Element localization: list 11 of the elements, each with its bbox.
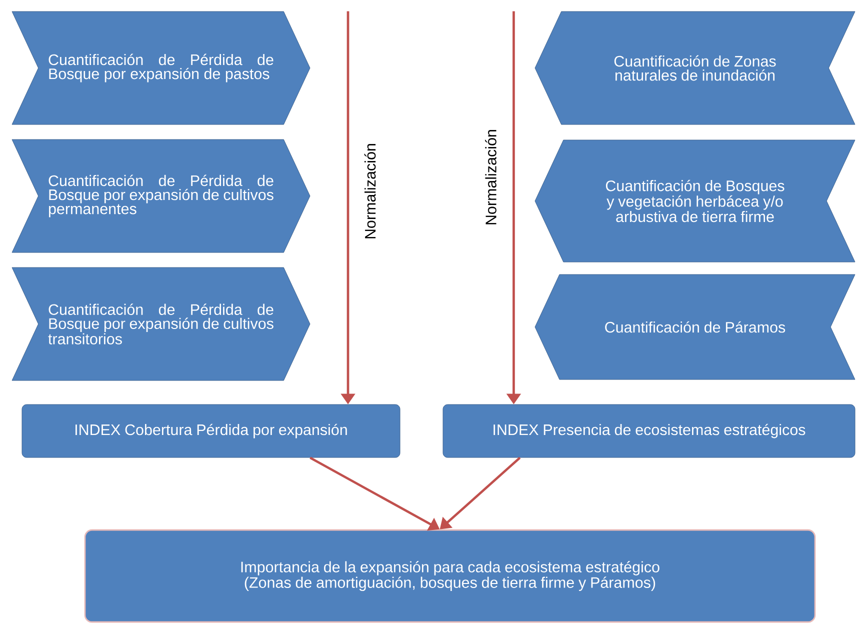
chevron-box: Cuantificación de Bosques y vegetación herbácea y/o arbustiva de tierra firme <box>534 140 856 262</box>
edge-label: Normalización <box>484 128 498 227</box>
chevron-box: Cuantificación de Páramos <box>534 274 856 380</box>
chevron-box: Cuantificación de Pérdida de Bosque por expansión de pastos <box>12 11 310 125</box>
result-box: Importancia de la expansión para cada ecosistema estratégico (Zonas de amortiguación, bosques de tierra firme y Páramos) <box>84 529 816 623</box>
chevron-box: Cuantificación de Pérdida de Bosque por expansión de cultivos transitorios <box>12 267 310 381</box>
chevron-box: Cuantificación de Pérdida de Bosque por expansión de cultivos permanentes <box>12 139 310 253</box>
edge-label: Normalización <box>363 142 377 241</box>
index-box: INDEX Cobertura Pérdida por expansión <box>22 404 400 458</box>
index-box: INDEX Presencia de ecosistemas estratégicos <box>442 404 856 458</box>
chevron-box: Cuantificación de Zonas naturales de inundación <box>534 11 856 125</box>
